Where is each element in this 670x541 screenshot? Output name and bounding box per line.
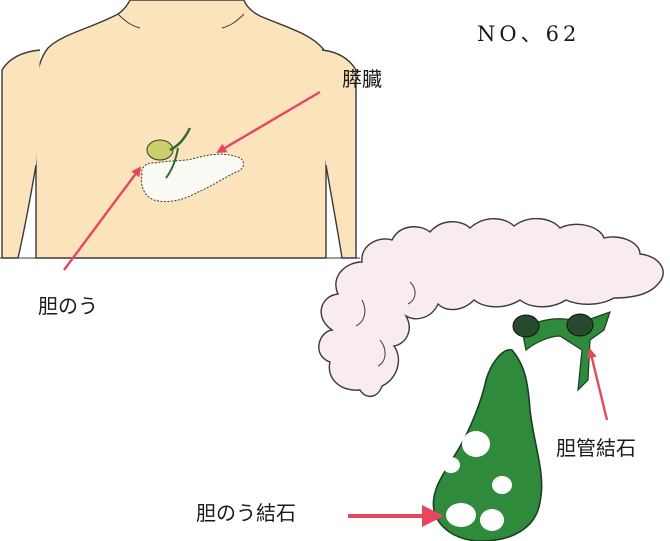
gallbladder-stone-label: 胆のう結石 — [196, 497, 296, 526]
gallbladder-label: 胆のう — [38, 290, 98, 319]
bile-duct-stone-label: 胆管結石 — [556, 432, 636, 461]
gallstone-2 — [442, 457, 460, 473]
pancreas-label: 膵臓 — [342, 63, 382, 92]
gallstone-1 — [462, 431, 490, 457]
gallstone-5 — [480, 509, 504, 531]
left-arm — [2, 50, 40, 258]
gallstone-3 — [492, 476, 512, 494]
bile-duct-stone-1 — [513, 315, 539, 337]
small-gallbladder — [147, 140, 173, 160]
torso-figure — [34, 0, 330, 258]
bile-duct-stone-arrow — [590, 350, 607, 420]
gallstone-4 — [446, 503, 476, 527]
bile-duct-stone-2 — [567, 314, 593, 336]
page-number: NO、62 — [477, 18, 580, 48]
